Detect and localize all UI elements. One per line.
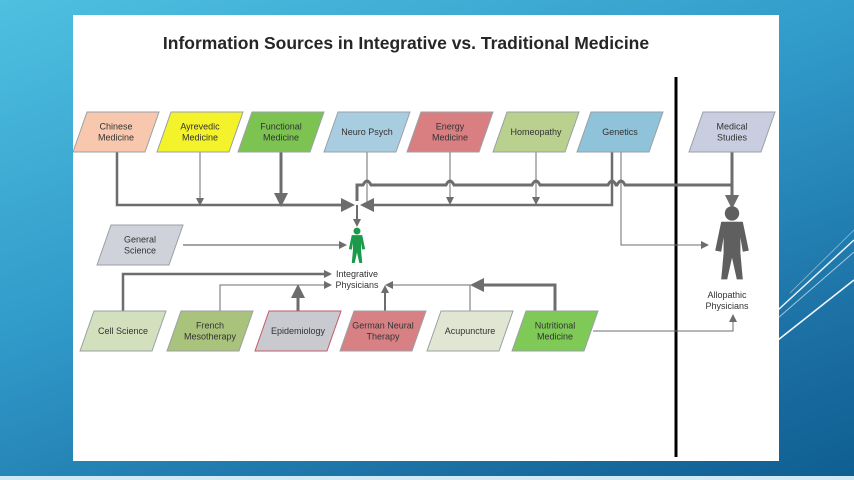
source-energy-label: Medicine	[432, 133, 468, 143]
connector-genetics-allopathic	[620, 152, 709, 249]
slide: Information Sources in Integrative vs. T…	[73, 15, 779, 461]
source-medical-studies-shape	[688, 111, 776, 153]
source-cell-science: Cell Science	[79, 310, 167, 352]
source-genetics-label: Genetics	[602, 127, 638, 137]
source-ayrevedic-label: Ayrevedic	[180, 122, 220, 132]
source-epidemiology: Epidemiology	[254, 310, 342, 352]
source-homeopathy-label: Homeopathy	[510, 127, 562, 137]
source-neuro-psych: Neuro Psych	[323, 111, 411, 153]
source-cell-science-shape	[79, 310, 167, 352]
source-cell-science-label: Cell Science	[98, 326, 148, 336]
source-acupuncture-shape	[426, 310, 514, 352]
source-neuro-psych-shape	[323, 111, 411, 153]
source-medical-studies-label: Studies	[717, 133, 748, 143]
source-nutritional-label: Nutritional	[535, 321, 576, 331]
source-ayrevedic-label: Medicine	[182, 133, 218, 143]
source-nutritional-label: Medicine	[537, 332, 573, 342]
source-german-neural-shape	[339, 310, 427, 352]
source-general-science-shape	[96, 224, 184, 266]
source-acupuncture: Acupuncture	[426, 310, 514, 352]
connector-genetics	[360, 152, 614, 212]
connector-french	[219, 281, 332, 311]
source-german-neural-label: Therapy	[366, 332, 400, 342]
connector-cell-science	[121, 270, 332, 311]
allopathic-label-line2: Physicians	[705, 301, 749, 311]
source-general-science-label: General	[124, 235, 156, 245]
source-energy-label: Energy	[436, 122, 465, 132]
source-genetics: Genetics	[576, 111, 664, 153]
source-ayrevedic-shape	[156, 111, 244, 153]
source-chinese-label: Medicine	[98, 133, 134, 143]
bottom-strip	[0, 476, 854, 480]
source-functional-label: Medicine	[263, 133, 299, 143]
source-energy-shape	[406, 111, 494, 153]
connectors	[115, 152, 739, 332]
connector-acupuncture	[385, 281, 471, 311]
connector-nutritional-allopathic	[593, 314, 737, 332]
source-french-mesotherapy-label: French	[196, 321, 224, 331]
connector-to-allopathic	[355, 179, 739, 209]
source-medical-studies-label: Medical	[716, 122, 747, 132]
allopathic-label-line1: Allopathic	[707, 290, 747, 300]
source-neuro-psych-label: Neuro Psych	[341, 127, 393, 137]
source-acupuncture-label: Acupuncture	[445, 326, 496, 336]
connector-chinese	[115, 152, 355, 212]
source-functional-shape	[237, 111, 325, 153]
slide-title: Information Sources in Integrative vs. T…	[162, 33, 650, 53]
integrative-label-line1: Integrative	[336, 269, 378, 279]
source-homeopathy: Homeopathy	[492, 111, 580, 153]
diagram: ChineseMedicineAyrevedicMedicineFunction…	[73, 77, 776, 457]
source-french-mesotherapy-shape	[166, 310, 254, 352]
source-chinese-shape	[73, 111, 160, 153]
decorative-lines	[778, 229, 854, 341]
source-epidemiology-shape	[254, 310, 342, 352]
integrative-label-line2: Physicians	[335, 280, 379, 290]
source-genetics-shape	[576, 111, 664, 153]
source-general-science-label: Science	[124, 246, 156, 256]
allopathic-physician-icon	[715, 206, 749, 280]
source-functional-label: Functional	[260, 122, 302, 132]
source-nutritional-shape	[511, 310, 599, 352]
source-homeopathy-shape	[492, 111, 580, 153]
source-epidemiology-label: Epidemiology	[271, 326, 326, 336]
source-german-neural-label: German Neural	[352, 321, 414, 331]
connector-nutritional	[470, 278, 557, 311]
integrative-physician-icon	[348, 227, 366, 263]
source-chinese-label: Chinese	[99, 122, 132, 132]
source-french-mesotherapy-label: Mesotherapy	[184, 332, 237, 342]
